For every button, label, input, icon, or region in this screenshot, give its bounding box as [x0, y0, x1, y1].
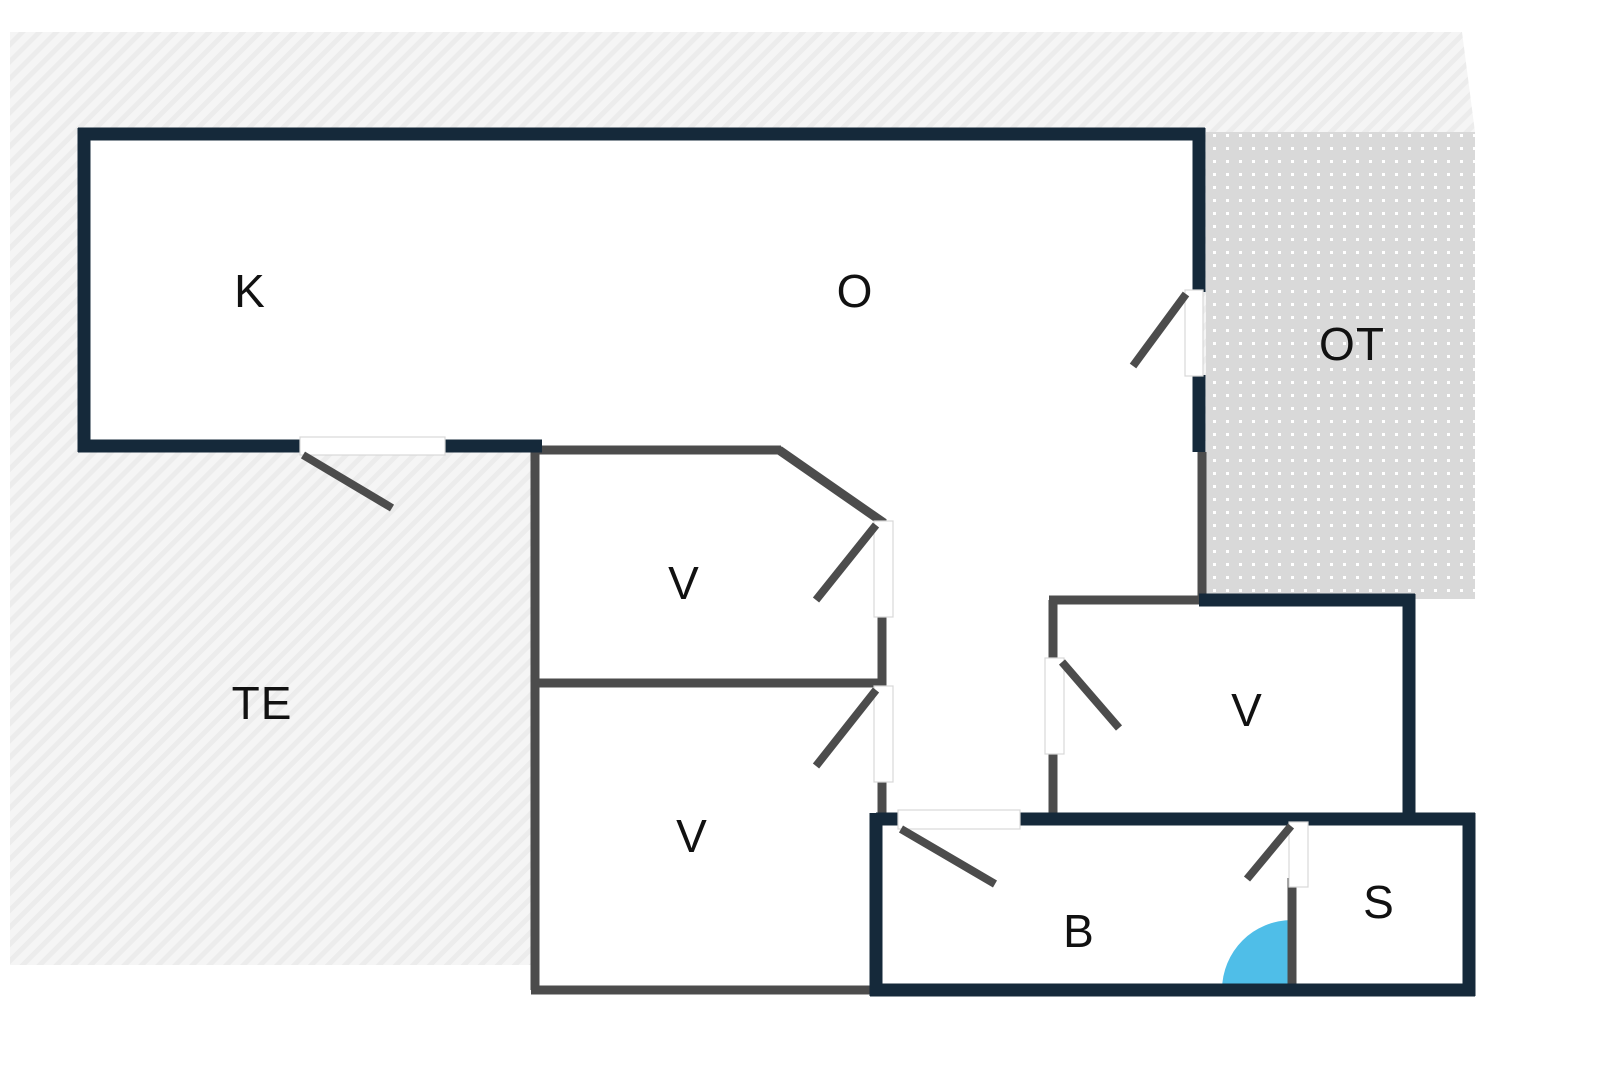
room-label-v3: V	[1231, 684, 1263, 736]
room-label-ot: OT	[1319, 318, 1385, 370]
floor-kitchen-living	[84, 128, 1199, 450]
room-label-te: TE	[232, 677, 293, 729]
door-leaf-icon	[1058, 659, 1123, 731]
door-bedroom-v1[interactable]	[812, 520, 894, 618]
room-floors	[84, 128, 1475, 990]
room-label-s: S	[1363, 876, 1395, 928]
room-label-v1: V	[668, 557, 700, 609]
door-opening-icon	[1184, 289, 1204, 377]
room-label-o: O	[837, 265, 874, 317]
terrace-open-area-left	[10, 452, 85, 965]
covered-terrace-area	[1206, 132, 1475, 599]
door-opening-icon	[873, 685, 894, 783]
door-opening-icon	[897, 809, 1021, 830]
door-leaf-icon	[812, 687, 880, 769]
wall-bedroom-v1-chamfer	[776, 446, 887, 527]
door-opening-icon	[299, 436, 446, 456]
exterior-walls	[77, 127, 1476, 997]
floor-utility	[1292, 819, 1475, 990]
door-opening-icon	[1288, 821, 1309, 888]
door-living-to-covered-terrace[interactable]	[1129, 289, 1204, 377]
room-label-v2: V	[676, 810, 708, 862]
floor-bedroom-v2	[540, 683, 884, 990]
room-label-k: K	[234, 265, 266, 317]
door-opening-icon	[1044, 657, 1065, 755]
door-bedroom-v3[interactable]	[1044, 657, 1123, 755]
terrace-open-area	[84, 452, 535, 965]
door-leaf-icon	[898, 825, 998, 888]
covered-terrace-fill	[1206, 132, 1475, 599]
door-kitchen-to-terrace[interactable]	[299, 436, 446, 512]
room-label-b: B	[1063, 905, 1095, 957]
doors	[299, 289, 1309, 888]
door-leaf-icon	[812, 522, 880, 603]
floor-bedroom-v3	[1053, 600, 1415, 819]
door-leaf-icon	[1129, 291, 1190, 369]
door-opening-icon	[873, 520, 894, 618]
door-bathroom[interactable]	[897, 809, 1021, 888]
shower-quarter-circle-icon	[1222, 920, 1292, 990]
floor-bedroom-v1	[540, 450, 884, 683]
shower-tray-fixture	[1222, 920, 1292, 990]
room-labels: K O OT TE V V V B S	[232, 265, 1395, 957]
door-utility-s[interactable]	[1243, 821, 1309, 888]
floor-bathroom	[876, 819, 1292, 990]
door-leaf-icon	[300, 451, 395, 512]
door-bedroom-v2[interactable]	[812, 685, 894, 783]
door-leaf-icon	[1243, 823, 1295, 882]
